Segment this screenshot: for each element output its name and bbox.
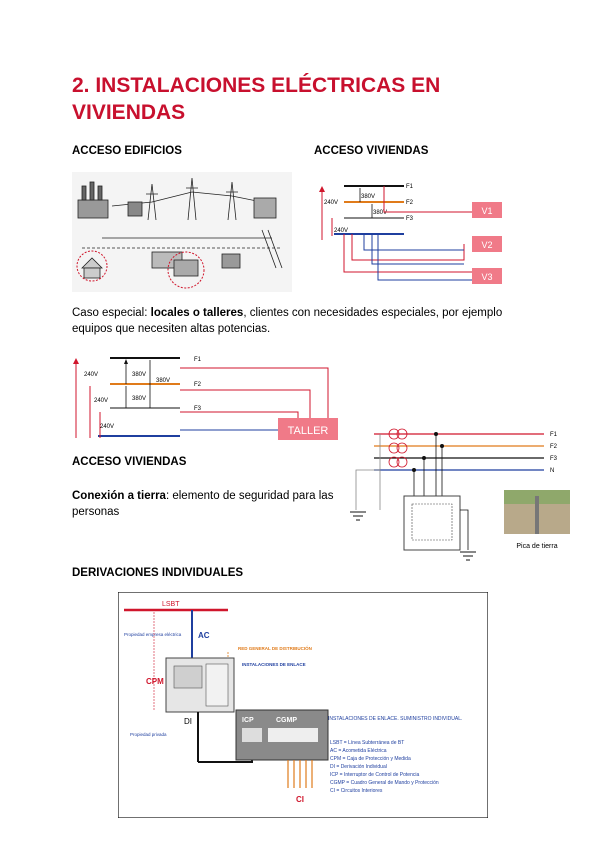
label-cgmp: CGMP [276,717,297,724]
heading-acceso-viviendas-2: ACCESO VIVIENDAS [72,456,187,468]
heading-derivaciones: DERIVACIONES INDIVIDUALES [72,567,244,579]
load-box-v3 [472,268,502,284]
taller-box [278,418,338,440]
caso-especial-paragraph: Caso especial: locales o talleres, clien… [72,305,542,337]
load-label-v2: V2 [481,240,492,250]
caso-especial-bold: locales o talleres [150,307,244,319]
taller-label: TALLER [288,425,329,437]
power-plant-drawing [77,181,109,219]
legend-item: AC = Acometida Eléctrica [330,748,387,754]
legend-item: CI = Circuitos Interiores [330,788,383,794]
voltage-label: 240V [84,372,98,378]
voltage-label: 380V [373,210,387,216]
heading-acceso-viviendas: ACCESO VIVIENDAS [314,145,429,157]
electrical-panel [403,495,461,551]
label-di: DI [184,717,192,726]
highlight-circle-house [76,250,108,282]
phase-label-f1: F1 [406,184,414,190]
voltage-label: 240V [100,424,114,430]
caso-especial-prefix: Caso especial: [72,307,151,319]
page-title: 2. INSTALACIONES ELÉCTRICAS EN VIVIENDAS [72,74,441,124]
phase-label-f2: F2 [406,200,414,206]
figure-acceso-edificios [72,172,292,292]
conexion-tierra-bold: Conexión a tierra [72,490,166,502]
phase-label-f3: F3 [550,456,558,462]
label-lsbt: LSBT [162,601,180,608]
heading-acceso-edificios: ACCESO EDIFICIOS [72,145,182,157]
voltage-label: 380V [132,396,146,402]
load-box-v1 [472,202,502,218]
label-inst-enlace: INSTALACIONES DE ENLACE [242,662,306,667]
voltage-label: 240V [94,398,108,404]
load-box-v2 [472,236,502,252]
conexion-tierra-suffix: : elemento de seguridad para las persona… [72,490,334,518]
phase-label-f3: F3 [406,216,414,222]
label-ci: CI [296,795,304,804]
ground-symbol-left [350,511,366,521]
legend-title: INSTALACIONES DE ENLACE. SUMINISTRO INDI… [328,716,462,722]
figure-derivaciones: LSBT AC Propiedad empresa eléctrica CPM … [118,592,488,818]
figure-conexion-tierra: F1 F2 F3 N Pica de tierra [350,428,570,561]
transformer-coils [388,428,408,468]
label-icp: ICP [242,717,254,724]
label-cpm: CPM [146,677,164,686]
label-ac: AC [198,631,210,640]
figure-taller: F1 F2 F3 240V 240V 240V 380V 380V 380V T… [73,357,338,440]
caso-especial-suffix: , clientes con necesidades especiales, p… [72,307,503,335]
interior-circuits-arrows [287,760,313,788]
phase-label-f2: F2 [194,382,202,388]
voltage-label: 380V [156,378,170,384]
figure-acceso-viviendas: F1 F2 F3 240V 380V 380V 240V V1 V2 V3 [319,184,502,284]
legend-item: LSBT = Línea Subterránea de BT [330,740,404,746]
load-label-v1: V1 [481,206,492,216]
legend-list: LSBT = Línea Subterránea de BT AC = Acom… [330,740,439,794]
legend-item: CGMP = Cuadro General de Mando y Protecc… [330,780,439,786]
conexion-tierra-paragraph: Conexión a tierra: elemento de seguridad… [72,488,340,520]
label-prop-privada: Propiedad privada [130,732,167,737]
highlight-circle-building [167,251,205,289]
phase-label-f2: F2 [550,444,558,450]
ground-rod-caption: Pica de tierra [516,543,557,550]
legend-item: ICP = Interruptor de Control de Potencia [330,772,419,778]
phase-label-f1: F1 [194,357,202,363]
phase-label-n: N [550,468,554,474]
voltage-label: 240V [324,200,338,206]
ground-symbol-right [460,551,476,561]
voltage-label: 380V [361,194,375,200]
label-prop-empresa: Propiedad empresa eléctrica [124,632,182,637]
load-label-v3: V3 [481,272,492,282]
legend-item: DI = Derivación Individual [330,764,387,770]
phase-label-f1: F1 [550,432,558,438]
legend-item: CPM = Caja de Protección y Medida [330,756,411,762]
label-red-general: RED GENERAL DE DISTRIBUCIÓN [238,644,312,651]
phase-label-f3: F3 [194,406,202,412]
voltage-label: 240V [334,228,348,234]
house-drawing [81,257,103,279]
voltage-label: 380V [132,372,146,378]
